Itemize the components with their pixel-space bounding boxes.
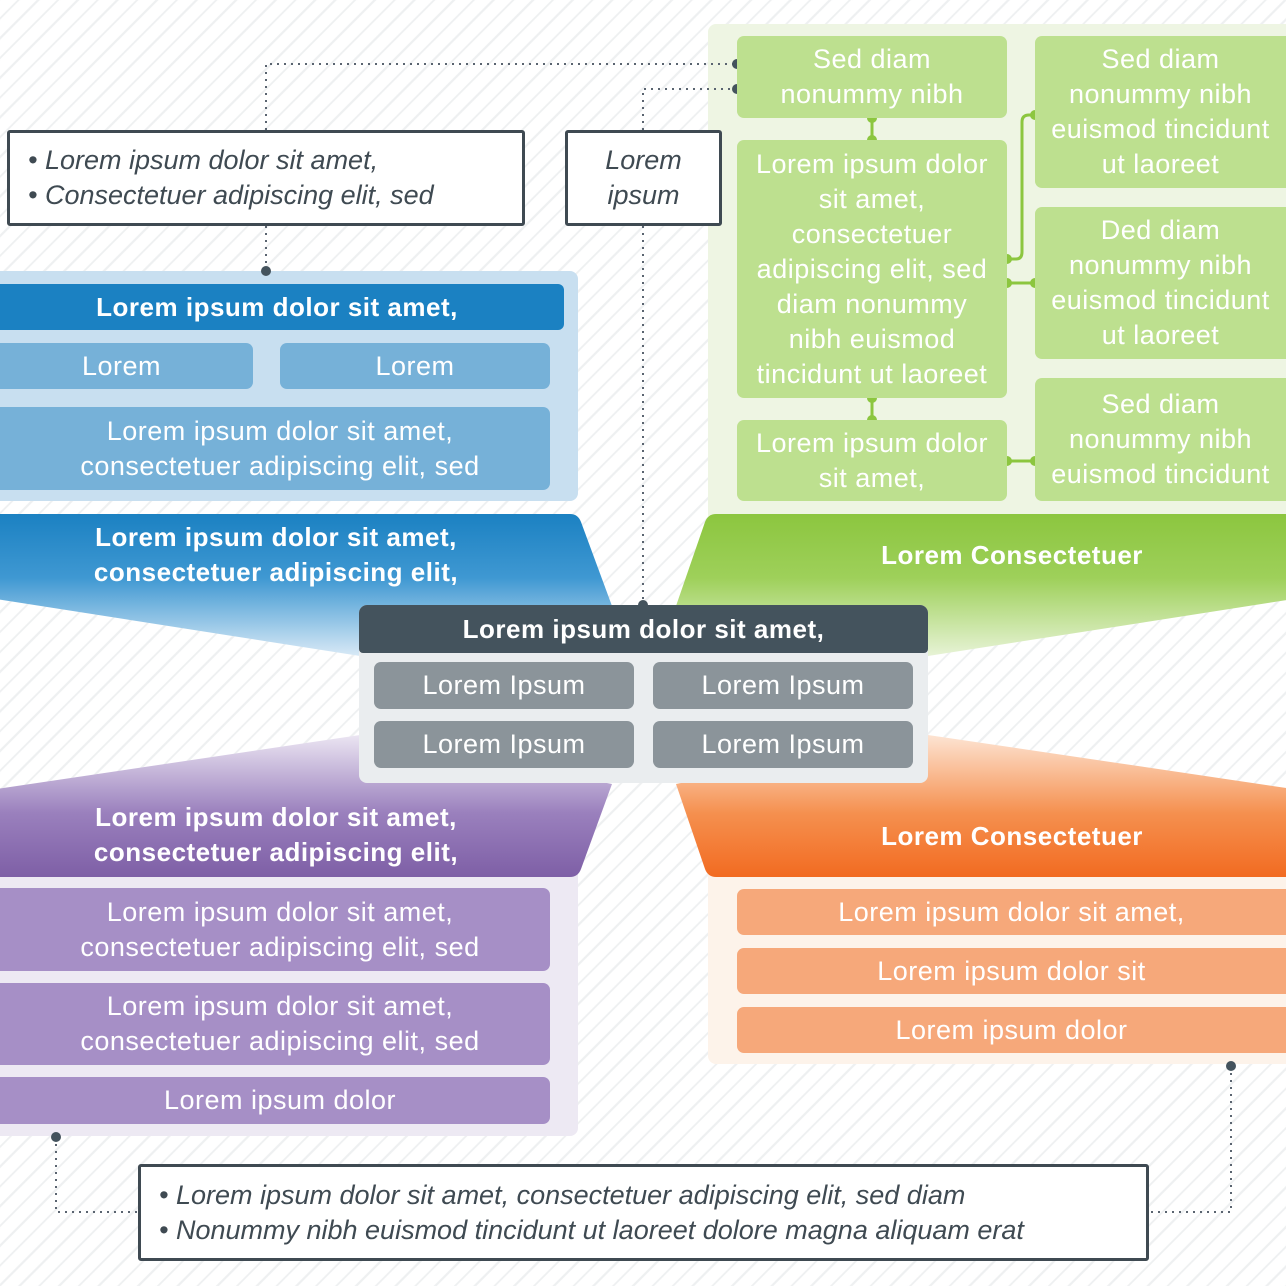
green-line: nonummy nibh — [780, 79, 964, 109]
orange-line: Lorem ipsum dolor sit — [877, 955, 1146, 986]
purple-banner: Lorem ipsum dolor sit amet, consectetuer… — [0, 799, 542, 871]
purple-line: Lorem ipsum dolor sit amet, — [106, 896, 454, 927]
note-line: ipsum — [607, 180, 680, 210]
center-button-2[interactable]: Lorem Ipsum — [653, 662, 913, 709]
center-title: Lorem ipsum dolor sit amet, — [462, 613, 825, 644]
blue-button-left[interactable]: Lorem — [0, 343, 253, 389]
connector-top-mid — [642, 88, 737, 130]
green-line: Ded diam — [1100, 215, 1221, 245]
blue-title-bar: Lorem ipsum dolor sit amet, — [0, 284, 564, 330]
blue-banner: Lorem ipsum dolor sit amet, consectetuer… — [0, 519, 542, 591]
green-right-box-1[interactable]: Sed diam nonummy nibh euismod tincidunt … — [1035, 36, 1286, 188]
green-line: adipiscing elit, sed — [756, 253, 988, 284]
orange-banner-label: Lorem Consectetuer — [881, 820, 1143, 851]
blue-banner-line: consectetuer adipiscing elit, — [93, 557, 459, 587]
note-line: • Lorem ipsum dolor sit amet, — [28, 145, 379, 175]
green-line: sit amet, — [818, 462, 926, 493]
orange-box-2[interactable]: Lorem ipsum dolor sit — [737, 948, 1286, 994]
connector-dot — [51, 1132, 61, 1142]
green-line: nonummy nibh — [1068, 79, 1253, 109]
green-line: Sed diam — [1101, 44, 1220, 74]
purple-line: consectetuer adipiscing elit, sed — [80, 931, 480, 962]
connector-bottom-right — [1148, 1066, 1232, 1213]
orange-box-3[interactable]: Lorem ipsum dolor — [737, 1007, 1286, 1053]
green-banner-label: Lorem Consectetuer — [881, 539, 1143, 570]
green-line: Lorem ipsum dolor — [755, 427, 989, 458]
center-button-label: Lorem Ipsum — [422, 670, 586, 700]
green-line: diam nonummy — [776, 288, 968, 319]
green-right-box-2[interactable]: Ded diam nonummy nibh euismod tincidunt … — [1035, 207, 1286, 359]
orange-banner: Lorem Consectetuer — [742, 817, 1286, 855]
green-left-box-3[interactable]: Lorem ipsum dolor sit amet, — [737, 420, 1007, 501]
connector-dot — [1226, 1061, 1236, 1071]
green-line: euismod tincidunt — [1051, 285, 1270, 315]
purple-line: consectetuer adipiscing elit, sed — [80, 1026, 480, 1056]
note-top-left: • Lorem ipsum dolor sit amet, • Consecte… — [7, 130, 525, 226]
green-line: tincidunt ut laoreet — [756, 358, 988, 389]
green-line: Lorem ipsum dolor — [755, 148, 989, 179]
blue-button-right[interactable]: Lorem — [280, 343, 550, 389]
green-line: nonummy nibh — [1068, 250, 1253, 280]
green-left-box-1[interactable]: Sed diam nonummy nibh — [737, 36, 1007, 118]
green-line: euismod tincidunt — [1051, 459, 1270, 489]
center-button-label: Lorem Ipsum — [701, 729, 865, 759]
connector-dot — [261, 266, 271, 276]
note-line: Lorem — [605, 145, 682, 175]
green-line: nibh euismod — [788, 323, 956, 354]
blue-title: Lorem ipsum dolor sit amet, — [96, 291, 458, 322]
green-line: Sed diam — [812, 44, 932, 74]
connector-bottom-left — [55, 1137, 140, 1213]
note-line: • Lorem ipsum dolor sit amet, consectetu… — [159, 1179, 966, 1210]
green-line: consectetuer — [791, 218, 953, 249]
green-banner: Lorem Consectetuer — [742, 536, 1286, 574]
center-button-label: Lorem Ipsum — [701, 670, 865, 700]
center-button-4[interactable]: Lorem Ipsum — [653, 721, 913, 768]
green-link — [1007, 113, 1035, 261]
note-bottom: • Lorem ipsum dolor sit amet, consectetu… — [138, 1164, 1149, 1261]
green-right-box-3[interactable]: Sed diam nonummy nibh euismod tincidunt — [1035, 378, 1286, 501]
blue-button-right-label: Lorem — [375, 350, 455, 381]
blue-wide-line: Lorem ipsum dolor sit amet, — [106, 415, 454, 446]
note-top-mid: Lorem ipsum — [565, 130, 722, 226]
center-button-label: Lorem Ipsum — [422, 729, 586, 759]
blue-wide-box[interactable]: Lorem ipsum dolor sit amet, consectetuer… — [0, 407, 550, 490]
center-title-bar: Lorem ipsum dolor sit amet, — [359, 605, 928, 653]
note-line: • Nonummy nibh euismod tincidunt ut laor… — [159, 1214, 1024, 1245]
purple-box-2[interactable]: Lorem ipsum dolor sit amet, consectetuer… — [0, 983, 550, 1065]
blue-button-left-label: Lorem — [81, 350, 162, 381]
center-hub: Lorem ipsum dolor sit amet, Lorem Ipsum … — [359, 605, 928, 783]
purple-box-3[interactable]: Lorem ipsum dolor — [0, 1077, 550, 1124]
purple-box-1[interactable]: Lorem ipsum dolor sit amet, consectetuer… — [0, 888, 550, 971]
orange-line: Lorem ipsum dolor sit amet, — [838, 896, 1185, 927]
center-button-1[interactable]: Lorem Ipsum — [374, 662, 634, 709]
green-line: nonummy nibh — [1068, 424, 1253, 454]
blue-wide-line: consectetuer adipiscing elit, sed — [80, 450, 480, 481]
orange-line: Lorem ipsum dolor — [895, 1014, 1128, 1045]
green-line: sit amet, — [818, 183, 926, 214]
green-line: ut laoreet — [1101, 320, 1220, 350]
purple-line: Lorem ipsum dolor — [163, 1085, 397, 1115]
note-line: • Consectetuer adipiscing elit, sed — [28, 180, 434, 210]
purple-banner-line: consectetuer adipiscing elit, — [93, 837, 459, 867]
orange-box-1[interactable]: Lorem ipsum dolor sit amet, — [737, 889, 1286, 935]
connector-top-left — [265, 63, 737, 130]
purple-line: Lorem ipsum dolor sit amet, — [106, 991, 454, 1021]
green-line: euismod tincidunt — [1051, 114, 1270, 144]
purple-banner-line: Lorem ipsum dolor sit amet, — [95, 802, 457, 832]
blue-banner-line: Lorem ipsum dolor sit amet, — [95, 522, 457, 552]
green-line: Sed diam — [1101, 389, 1220, 419]
green-left-box-2[interactable]: Lorem ipsum dolor sit amet, consectetuer… — [737, 140, 1007, 398]
green-line: ut laoreet — [1101, 149, 1220, 179]
center-button-3[interactable]: Lorem Ipsum — [374, 721, 634, 768]
